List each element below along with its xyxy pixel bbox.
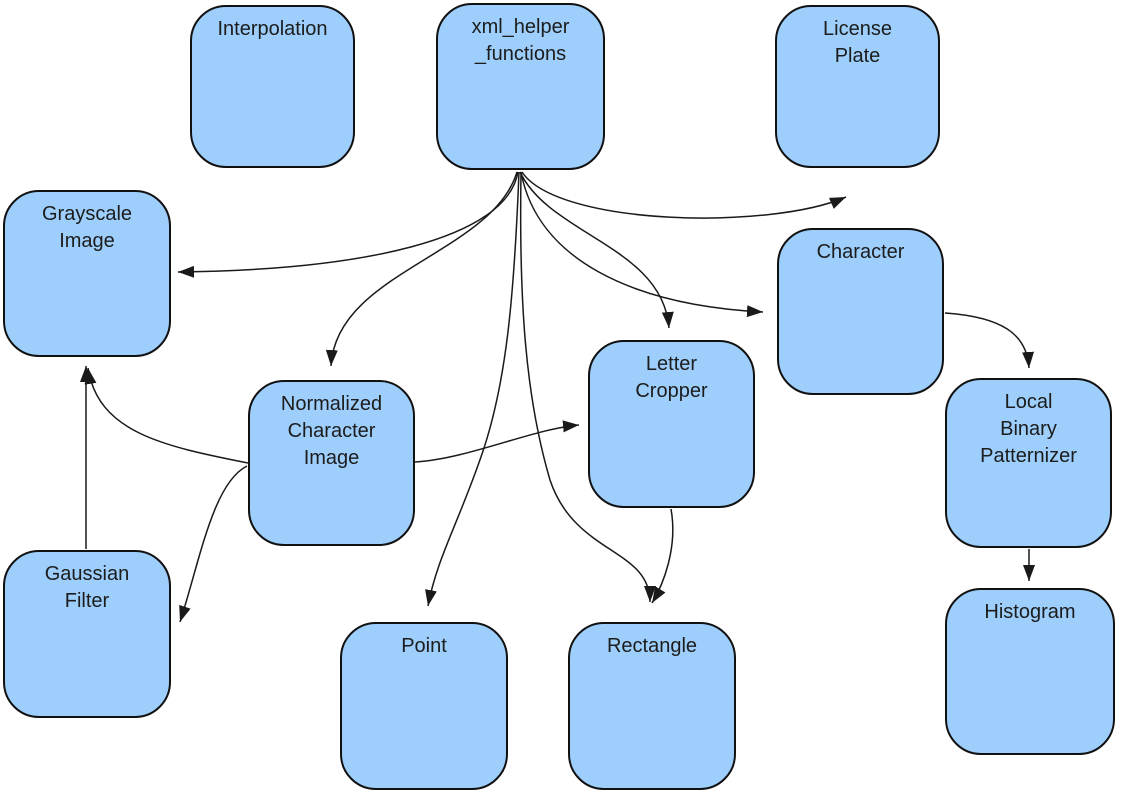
node-local_binary_patternizer: Local Binary Patternizer	[945, 378, 1112, 548]
node-gaussian_filter: Gaussian Filter	[3, 550, 171, 718]
node-point: Point	[340, 622, 508, 790]
node-normalized_character_image: Normalized Character Image	[248, 380, 415, 546]
edge-xml_helper_functions-to-rectangle	[519, 171, 656, 603]
node-interpolation: Interpolation	[190, 5, 355, 168]
edge-group	[80, 171, 1035, 623]
edge-normalized_character_image-to-grayscale_image	[84, 367, 249, 464]
node-label: Grayscale Image	[41, 203, 133, 252]
node-xml_helper_functions: xml_helper _functions	[436, 3, 605, 170]
node-label: Rectangle	[606, 635, 698, 657]
node-label: Histogram	[984, 601, 1076, 623]
edge-normalized_character_image-to-letter_cropper	[414, 420, 580, 463]
node-label: Point	[401, 635, 447, 657]
node-grayscale_image: Grayscale Image	[3, 190, 171, 357]
node-label: Normalized Character Image	[280, 393, 383, 469]
node-label: Local Binary Patternizer	[980, 391, 1077, 467]
edge-xml_helper_functions-to-license_plate	[521, 171, 847, 219]
node-character: Character	[777, 228, 944, 395]
node-letter_cropper: Letter Cropper	[588, 340, 755, 508]
edge-xml_helper_functions-to-character	[520, 171, 764, 318]
edge-character-to-local_binary_patternizer	[944, 312, 1035, 369]
edge-xml_helper_functions-to-grayscale_image	[177, 171, 519, 278]
edge-xml_helper_functions-to-point	[425, 171, 520, 607]
node-label: xml_helper _functions	[471, 16, 570, 65]
node-license_plate: License Plate	[775, 5, 940, 168]
edge-letter_cropper-to-rectangle	[651, 508, 674, 604]
node-label: Interpolation	[217, 18, 328, 40]
node-histogram: Histogram	[945, 588, 1115, 755]
node-label: Gaussian Filter	[44, 563, 130, 612]
node-label: Letter Cropper	[635, 353, 708, 402]
node-label: Character	[816, 241, 905, 263]
edge-xml_helper_functions-to-letter_cropper	[519, 171, 674, 329]
node-label: License Plate	[823, 18, 892, 67]
edge-normalized_character_image-to-gaussian_filter	[179, 465, 248, 623]
edge-xml_helper_functions-to-normalized_character_image	[325, 171, 518, 367]
node-rectangle: Rectangle	[568, 622, 736, 790]
